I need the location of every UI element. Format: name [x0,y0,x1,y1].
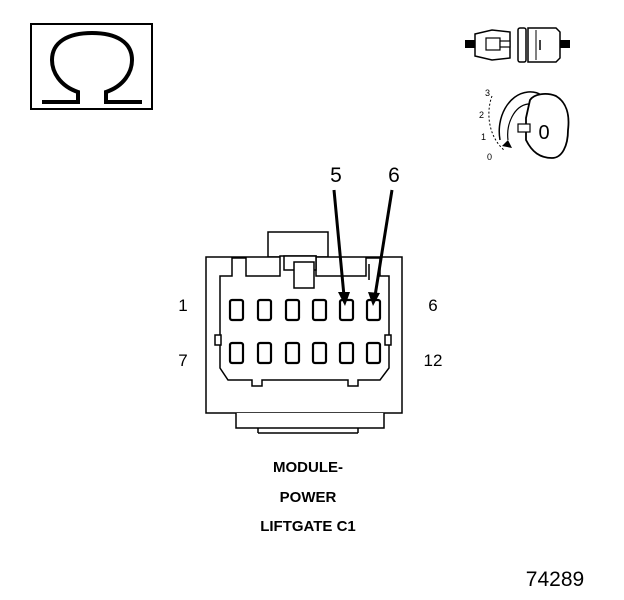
cavity-7 [228,341,245,365]
caption-line-1: MODULE- [273,459,343,476]
pointer-label-5: 5 [330,164,342,187]
ohmmeter-symbol: Ω [30,23,153,110]
key-position-1: 1 [481,132,486,142]
cavity-2 [256,298,273,322]
pin-label-6: 6 [428,296,437,315]
pointer-label-6: 6 [388,164,400,187]
pin-label-12: 12 [424,351,443,370]
arrow-5-head [338,292,350,306]
cavity-12 [365,341,382,365]
caption-line-2: POWER [280,489,337,506]
ignition-key-icon: 0 3 2 1 0 [479,88,570,162]
cavity-9 [284,341,301,365]
cavity-4 [311,298,328,322]
cavity-10 [311,341,328,365]
cavities-bottom-row [228,341,382,365]
cavity-11 [338,341,355,365]
connector-caption: MODULE- POWER LIFTGATE C1 [260,459,356,535]
key-position-3: 3 [485,88,490,98]
connector-body [205,231,403,434]
key-position-2: 2 [479,110,484,120]
figure-number: 74289 [526,568,584,591]
pin-label-1: 1 [178,296,187,315]
caption-line-3: LIFTGATE C1 [260,518,356,535]
arrow-5-line [332,189,346,297]
cavity-5 [338,298,355,322]
arrow-6-head [368,292,380,306]
key-position-0: 0 [487,152,492,162]
ohm-box [30,23,153,110]
cavity-1 [228,298,245,322]
key-face-label: 0 [538,122,549,144]
ohm-glyph [42,30,142,104]
cavity-3 [284,298,301,322]
pin-label-7: 7 [178,351,187,370]
arrow-6-line [373,189,394,297]
pointer-arrows [332,189,394,306]
cavity-8 [256,341,273,365]
connector-disconnect-icon [465,27,570,63]
